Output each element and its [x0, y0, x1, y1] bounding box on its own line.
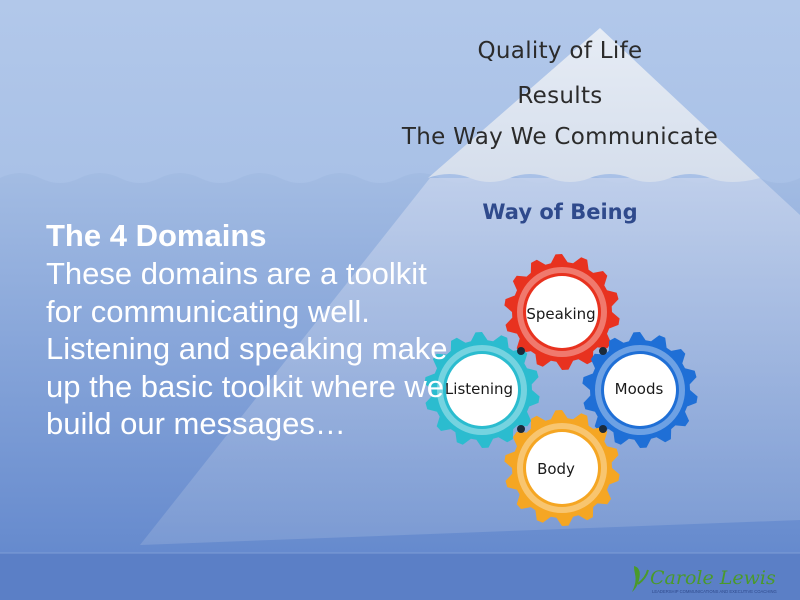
gear-connector-dot: [599, 347, 607, 355]
apex-line-quality-of-life: Quality of Life: [477, 38, 643, 64]
way-of-being-heading: Way of Being: [482, 200, 638, 224]
carole-lewis-logo: Carole Lewis LEADERSHIP COMMUNICATIONS A…: [632, 566, 777, 594]
leaf-icon: [632, 566, 640, 592]
gear-speaking-hub: [526, 276, 598, 348]
gear-connector-dot: [517, 425, 525, 433]
domains-title: The 4 Domains: [46, 218, 267, 253]
gear-listening: [424, 332, 540, 448]
gears-diagram: [424, 254, 698, 526]
gear-label-moods: Moods: [614, 380, 664, 398]
gear-connector-dot: [517, 347, 525, 355]
iceberg-tip: [428, 28, 760, 182]
gear-body: [504, 410, 620, 526]
bottom-strip: [0, 553, 800, 600]
gear-listening-hub: [446, 354, 518, 426]
gear-body-hub: [526, 432, 598, 504]
apex-line-way-we-communicate: The Way We Communicate: [401, 124, 719, 150]
gear-label-listening: Listening: [444, 380, 514, 398]
svg-text:Carole Lewis: Carole Lewis: [650, 567, 776, 589]
gear-moods-hub: [604, 354, 676, 426]
svg-text:LEADERSHIP COMMUNICATIONS AND: LEADERSHIP COMMUNICATIONS AND EXECUTIVE …: [652, 589, 777, 594]
domains-body: These domains are a toolkit for communic…: [46, 256, 448, 441]
gear-connector-dot: [599, 425, 607, 433]
gear-moods: [582, 332, 698, 448]
gear-label-speaking: Speaking: [526, 305, 596, 323]
apex-line-results: Results: [517, 83, 603, 109]
gear-speaking: [504, 254, 620, 370]
gear-label-body: Body: [537, 460, 575, 478]
